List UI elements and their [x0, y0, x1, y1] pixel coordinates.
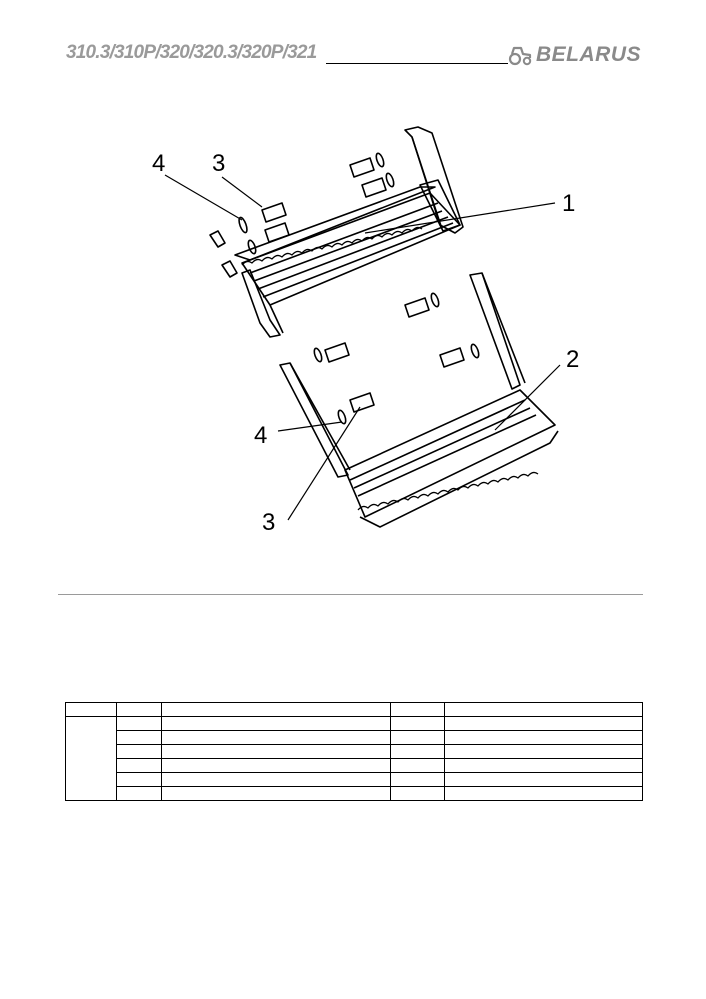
- table-row: [66, 730, 643, 745]
- table-cell: [116, 730, 162, 745]
- callout-3-upper: 3: [212, 150, 225, 177]
- table-row: [65, 716, 643, 801]
- table-cell: [390, 730, 445, 745]
- table-row: [66, 744, 643, 759]
- table-cell: [65, 716, 117, 801]
- step-assembly-figure: 4 3 1 2 4 3: [150, 125, 590, 545]
- model-list: 310.3/310P/320/320.3/320P/321: [66, 42, 317, 63]
- table-cell: [161, 786, 391, 801]
- table-cell: [444, 730, 643, 745]
- tractor-icon: [508, 46, 532, 66]
- table-cell: [390, 744, 445, 759]
- table-cell: [116, 758, 162, 773]
- callout-4-lower: 4: [254, 422, 267, 449]
- table-row: [66, 786, 643, 801]
- table-row: [65, 702, 643, 717]
- callout-2: 2: [566, 346, 579, 373]
- table-cell: [444, 744, 643, 759]
- callout-4-upper: 4: [152, 150, 165, 177]
- table-cell: [390, 702, 445, 717]
- brand-logo: BELARUS: [536, 43, 642, 66]
- table-cell: [116, 772, 162, 787]
- table-cell: [444, 702, 643, 717]
- table-cell: [390, 716, 445, 731]
- table-cell: [161, 758, 391, 773]
- callout-3-lower: 3: [262, 509, 275, 536]
- table-cell: [161, 716, 391, 731]
- table-cell: [161, 730, 391, 745]
- table-cell: [116, 702, 162, 717]
- header-rule: [326, 63, 508, 64]
- table-cell: [116, 786, 162, 801]
- table-cell: [116, 744, 162, 759]
- table-cell: [444, 758, 643, 773]
- callout-1: 1: [562, 190, 575, 217]
- table-cell: [161, 702, 391, 717]
- step-assembly-drawing: 4 3 1 2 4 3: [152, 126, 579, 536]
- table-cell: [116, 716, 162, 731]
- parts-table: [65, 702, 643, 801]
- section-divider: [58, 594, 643, 595]
- table-cell: [444, 772, 643, 787]
- table-cell: [161, 772, 391, 787]
- table-cell: [390, 786, 445, 801]
- table-cell: [444, 716, 643, 731]
- table-cell: [390, 758, 445, 773]
- table-cell: [65, 702, 117, 717]
- table-row: [66, 772, 643, 787]
- table-row: [66, 758, 643, 773]
- table-cell: [161, 744, 391, 759]
- table-cell: [444, 786, 643, 801]
- table-cell: [390, 772, 445, 787]
